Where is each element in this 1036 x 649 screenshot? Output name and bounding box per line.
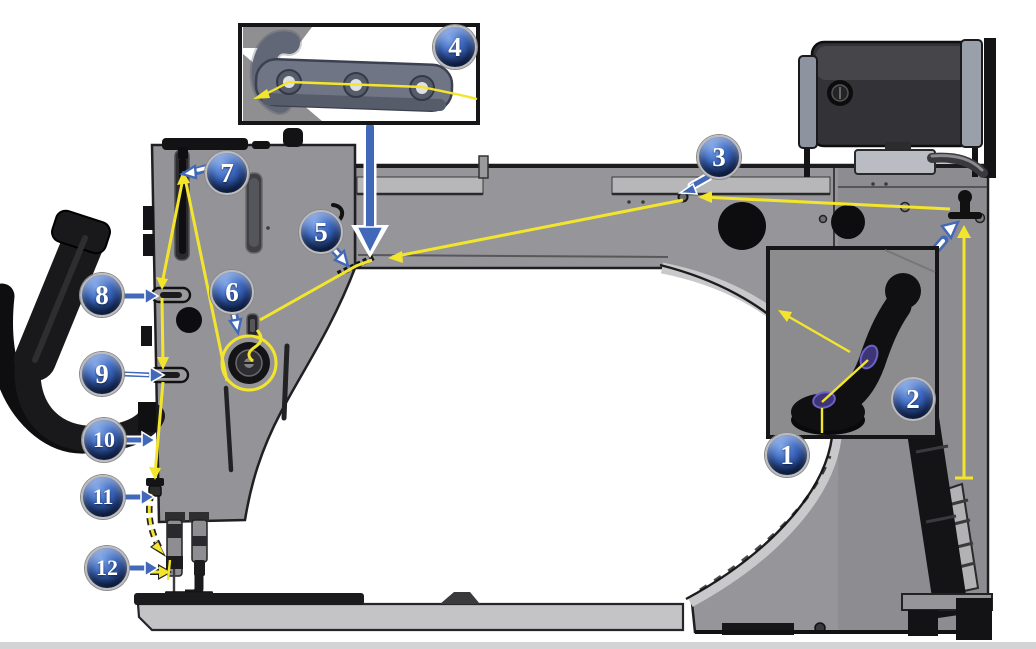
handlebar — [0, 209, 165, 454]
callout-11: 11 — [81, 475, 125, 519]
machine-bed — [134, 592, 988, 635]
callout-6: 6 — [210, 270, 254, 314]
junction-box — [854, 149, 936, 175]
arm-top-ledges — [356, 155, 831, 196]
callout-3: 3 — [697, 135, 741, 179]
arrow-to-3 — [677, 172, 713, 195]
frame-post — [984, 38, 996, 178]
callout-10: 10 — [82, 418, 126, 462]
arrow-to-11 — [120, 487, 156, 507]
callout-5: 5 — [299, 210, 343, 254]
arrow-to-12 — [126, 558, 160, 578]
arrow-to-9 — [118, 365, 166, 385]
needle-bar-assembly — [160, 512, 218, 604]
machine-head — [141, 128, 376, 524]
table-edge — [0, 642, 1036, 649]
arm-hole — [831, 205, 865, 239]
inset-detail-top — [238, 23, 480, 125]
thread-guide-11 — [146, 478, 164, 497]
tension-disc — [228, 342, 270, 384]
arrow-to-8 — [118, 286, 160, 306]
arrow-inset4 — [351, 120, 389, 258]
callout-1: 1 — [765, 433, 809, 477]
callout-7: 7 — [205, 151, 249, 195]
callout-8: 8 — [80, 273, 124, 317]
callout-12: 12 — [85, 546, 129, 590]
callout-9: 9 — [80, 352, 124, 396]
thread-guide-3-post — [948, 190, 982, 219]
callout-4: 4 — [433, 25, 477, 69]
callout-2: 2 — [891, 377, 935, 421]
motor-assembly — [798, 38, 996, 178]
arrow-to-10 — [120, 430, 157, 450]
arm-hole — [718, 202, 766, 250]
head-cap — [283, 128, 303, 147]
needle-plate — [134, 593, 364, 605]
thread-path — [146, 171, 973, 581]
